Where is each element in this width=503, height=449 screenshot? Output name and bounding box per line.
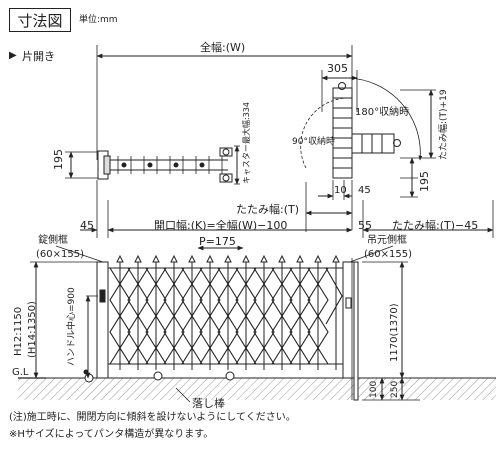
folded-minus-label: たたみ幅:(T)−45: [392, 219, 479, 232]
height-h12: H12:1150: [13, 306, 24, 356]
dim-45-top: 45: [358, 185, 371, 196]
dim-10: 10: [334, 185, 347, 196]
caster-width-label: キャスター最大幅:334: [242, 102, 251, 184]
hang-post-size: (60×155): [364, 249, 412, 260]
total-width-label: 全幅:(W): [200, 41, 246, 54]
handle-center-label: ハンドル中心=900: [67, 287, 77, 366]
note-2: ※Hサイズによってパンタ構造が異なります。: [9, 429, 214, 440]
folded-width-label: たたみ幅:(T): [236, 203, 300, 216]
lock-post-label: 錠側框: [38, 235, 68, 246]
lock-post-size: (60×155): [36, 249, 84, 260]
title-box: 寸法図: [9, 8, 71, 32]
dim-195-left: 195: [52, 149, 65, 170]
dim-100: 100: [369, 380, 379, 398]
top-view: [65, 45, 494, 238]
opening-width-label: 開口幅:(K)=全幅(W)−100: [154, 219, 288, 232]
rotation-180-label: 180°収納時: [355, 107, 410, 118]
dim-55: 55: [358, 219, 372, 232]
drop-bar-label: 落し棒: [192, 397, 225, 410]
dim-250: 250: [390, 380, 400, 398]
hang-post-label: 吊元側框: [367, 235, 407, 246]
note-1: (注)施工時に、開閉方向に傾斜を設けないようにしてください。: [9, 412, 296, 423]
height-right: 1170(1370): [389, 303, 400, 362]
pitch-label: P=175: [199, 235, 236, 248]
rotation-90-label: 90°収納時: [292, 137, 335, 147]
dim-195-right: 195: [418, 171, 431, 192]
height-h14: (H14:1350): [27, 301, 38, 358]
section-label: 片開き: [22, 50, 55, 63]
dim-305: 305: [327, 62, 348, 75]
ground-level-label: G.L: [12, 367, 29, 378]
section-marker-icon: ▶: [9, 50, 17, 61]
folded-width-plus-label: たたみ幅:(T)+19: [439, 89, 449, 160]
page-title: 寸法図: [17, 11, 63, 30]
front-view: [18, 245, 496, 403]
unit-label: 単位:mm: [79, 15, 118, 25]
dim-45-left: 45: [80, 219, 94, 232]
